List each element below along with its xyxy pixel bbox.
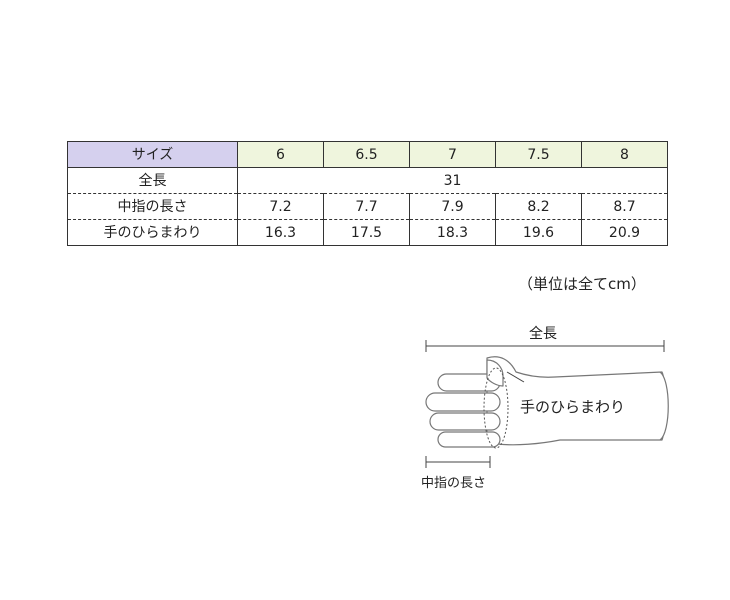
- header-size-cell: 6.5: [323, 141, 410, 168]
- size-table: サイズ 6 6.5 7 7.5 8 全長 31 中指の長さ 7.2 7.7 7.…: [67, 141, 668, 246]
- total-length-value: 31: [237, 167, 668, 194]
- header-size-cell: 7: [409, 141, 496, 168]
- diagram-palm-label: 手のひらまわり: [520, 398, 626, 416]
- table-cell: 19.6: [495, 219, 582, 246]
- table-cell: 7.9: [409, 193, 496, 220]
- header-label-cell: サイズ: [67, 141, 238, 168]
- table-cell: 8.7: [581, 193, 668, 220]
- palm-circumference-line: [483, 367, 509, 449]
- table-cell: 17.5: [323, 219, 410, 246]
- row-label-middle-finger: 中指の長さ: [67, 193, 238, 220]
- row-label-total-length: 全長: [67, 167, 238, 194]
- table-cell: 7.7: [323, 193, 410, 220]
- table-cell: 20.9: [581, 219, 668, 246]
- table-row-palm: 手のひらまわり 16.3 17.5 18.3 19.6 20.9: [67, 219, 668, 246]
- glove-outline-icon: [425, 356, 669, 448]
- header-size-cell: 7.5: [495, 141, 582, 168]
- row-label-palm: 手のひらまわり: [67, 219, 238, 246]
- table-cell: 7.2: [237, 193, 324, 220]
- table-header-row: サイズ 6 6.5 7 7.5 8: [67, 141, 668, 168]
- table-cell: 18.3: [409, 219, 496, 246]
- diagram-length-label: 全長: [529, 326, 557, 342]
- unit-note: （単位は全てcm）: [518, 275, 646, 293]
- table-row-total-length: 全長 31: [67, 167, 668, 194]
- table-cell: 16.3: [237, 219, 324, 246]
- header-size-cell: 8: [581, 141, 668, 168]
- palm-pointer-line: [506, 371, 525, 383]
- diagram-finger-label: 中指の長さ: [421, 476, 487, 491]
- finger-dimension-line: [425, 456, 491, 468]
- table-row-middle-finger: 中指の長さ 7.2 7.7 7.9 8.2 8.7: [67, 193, 668, 220]
- length-dimension-line: [425, 340, 665, 352]
